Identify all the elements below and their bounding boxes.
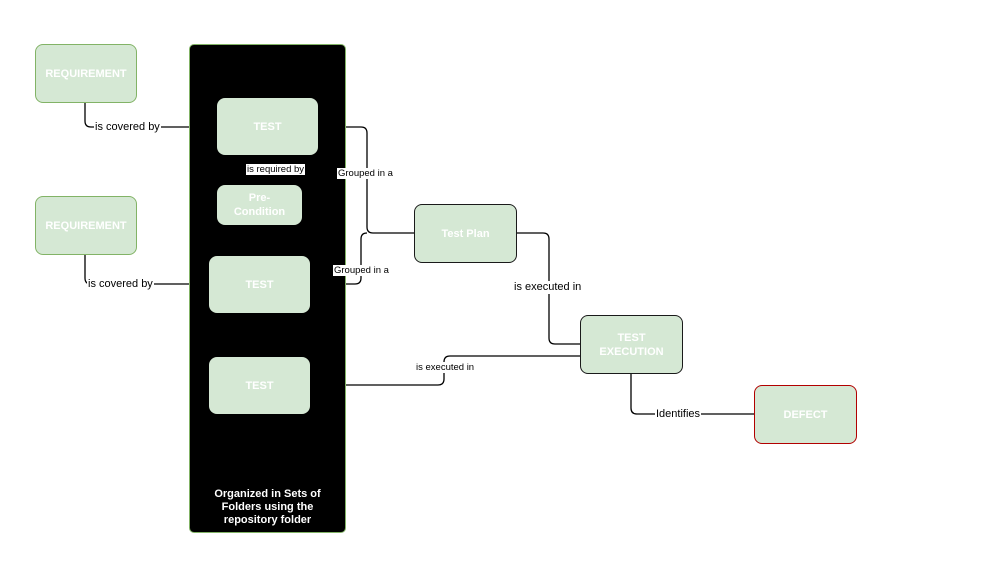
edge-test2-testplan bbox=[346, 232, 368, 285]
defect-label: DEFECT bbox=[783, 408, 828, 421]
edge-req1-test1 bbox=[84, 103, 189, 128]
test-label-2: TEST bbox=[245, 278, 274, 291]
requirement-node-2[interactable]: REQUIREMENT bbox=[35, 196, 137, 255]
requirement-label-1: REQUIREMENT bbox=[45, 67, 127, 80]
test-node-3[interactable]: TEST bbox=[209, 357, 310, 414]
edge-label-covered-by-2: is covered by bbox=[87, 278, 154, 291]
test-label-3: TEST bbox=[245, 379, 274, 392]
precondition-node[interactable]: Pre- Condition bbox=[217, 185, 302, 225]
edge-execution-defect bbox=[630, 374, 754, 415]
test-node-2[interactable]: TEST bbox=[209, 256, 310, 313]
test-label-1: TEST bbox=[253, 120, 282, 133]
edge-label-covered-by-1: is covered by bbox=[94, 121, 161, 134]
requirement-node-1[interactable]: REQUIREMENT bbox=[35, 44, 137, 103]
defect-node[interactable]: DEFECT bbox=[754, 385, 857, 444]
requirement-label-2: REQUIREMENT bbox=[45, 219, 127, 232]
container-caption: Organized in Sets of Folders using the r… bbox=[214, 488, 321, 526]
test-plan-node[interactable]: Test Plan bbox=[414, 204, 517, 263]
test-plan-label: Test Plan bbox=[441, 227, 490, 240]
test-node-1[interactable]: TEST bbox=[217, 98, 318, 155]
edge-label-grouped-1: Grouped in a bbox=[337, 168, 394, 179]
edge-label-identifies: Identifies bbox=[655, 408, 702, 421]
edge-label-grouped-2: Grouped in a bbox=[333, 265, 390, 276]
test-execution-label: TEST EXECUTION bbox=[599, 331, 664, 358]
edge-label-executed-plan: is executed in bbox=[513, 281, 583, 294]
edge-test1-testplan bbox=[346, 126, 415, 234]
test-execution-node[interactable]: TEST EXECUTION bbox=[580, 315, 683, 374]
edge-label-required-by: is required by bbox=[246, 164, 306, 175]
edge-label-executed-test: is executed in bbox=[415, 362, 476, 373]
precondition-label: Pre- Condition bbox=[233, 192, 286, 218]
